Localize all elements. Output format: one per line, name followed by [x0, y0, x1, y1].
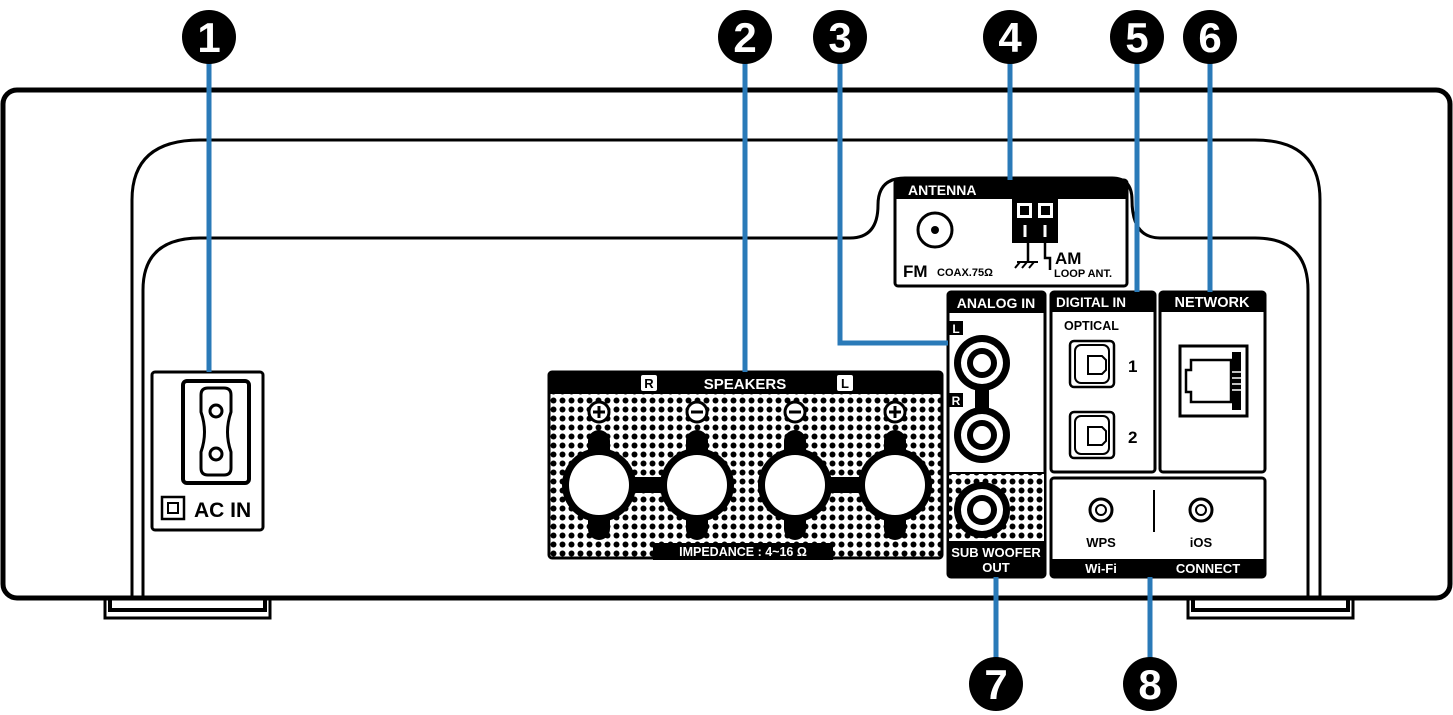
network-section: NETWORK [1158, 290, 1267, 474]
analog-left-mark: L [952, 322, 959, 336]
ac-inlet-receptacle [199, 386, 233, 477]
speakers-left-mark: L [841, 376, 849, 391]
wps-button[interactable] [1088, 497, 1114, 523]
connect-footer-label: CONNECT [1176, 561, 1240, 576]
speaker-terminal-3[interactable] [758, 400, 832, 540]
speakers-title: SPEAKERS [704, 376, 787, 393]
callout-marker-6: 6 [1183, 10, 1237, 64]
analog-in-right-jack[interactable] [954, 407, 1010, 463]
svg-text:7: 7 [984, 661, 1007, 708]
analog-in-left-jack[interactable] [954, 335, 1010, 391]
ac-inlet-section: AC IN [150, 370, 265, 532]
optical-port-1[interactable] [1068, 339, 1116, 389]
optical-port-2[interactable] [1068, 410, 1116, 460]
callout-marker-7: 7 [969, 657, 1023, 711]
wifi-connect-section: WPS iOS Wi-Fi CONNECT [1049, 476, 1267, 579]
ios-button[interactable] [1188, 497, 1214, 523]
digital-in-section: DIGITAL IN OPTICAL 1 2 [1049, 290, 1157, 474]
ac-pin-top [208, 403, 224, 419]
chassis-inner-frame [130, 138, 1322, 598]
callout-marker-5: 5 [1110, 10, 1164, 64]
optical-port-2-label: 2 [1128, 428, 1137, 447]
speakers-section: R SPEAKERS L [547, 370, 944, 560]
am-label: AM [1055, 249, 1081, 268]
analog-in-title: ANALOG IN [957, 295, 1036, 311]
am-sub-label: LOOP ANT. [1054, 268, 1112, 280]
optical-label: OPTICAL [1064, 319, 1119, 333]
fm-coax-jack[interactable] [916, 211, 954, 249]
am-loop-terminal[interactable] [1012, 197, 1058, 243]
am-ground-lead [1026, 243, 1052, 270]
network-title: NETWORK [1175, 295, 1250, 311]
ac-pin-bottom [208, 446, 224, 462]
subwoofer-label-line2: OUT [982, 560, 1010, 575]
svg-text:3: 3 [828, 14, 851, 61]
svg-text:4: 4 [998, 14, 1022, 61]
ac-in-label: AC IN [194, 499, 251, 522]
wifi-footer-label: Wi-Fi [1085, 561, 1117, 576]
callout-marker-4: 4 [983, 10, 1037, 64]
right-foot-outline [1186, 600, 1355, 620]
wps-label: WPS [1086, 535, 1116, 550]
callout-marker-3: 3 [813, 10, 867, 64]
fm-label: FM [903, 262, 928, 281]
callout-marker-1: 1 [182, 10, 236, 64]
left-foot-outline [103, 600, 272, 620]
svg-text:8: 8 [1138, 661, 1161, 708]
digital-in-title: DIGITAL IN [1056, 295, 1126, 310]
impedance-label: IMPEDANCE : 4~16 Ω [679, 545, 807, 559]
speaker-terminal-2[interactable] [660, 400, 734, 540]
subwoofer-label-line1: SUB WOOFER [951, 545, 1041, 560]
analog-in-section: ANALOG IN L R SUB WOOFER OUT [946, 290, 1047, 579]
svg-text:2: 2 [733, 14, 756, 61]
svg-text:6: 6 [1198, 14, 1221, 61]
callout-marker-2: 2 [718, 10, 772, 64]
ios-label: iOS [1190, 535, 1213, 550]
ground-icon [1014, 261, 1038, 269]
svg-text:5: 5 [1125, 14, 1148, 61]
leader-line-3 [837, 60, 948, 346]
fm-sub-label: COAX.75Ω [937, 267, 993, 279]
subwoofer-out-jack[interactable] [954, 482, 1010, 538]
speakers-right-mark: R [644, 376, 654, 391]
antenna-section: ANTENNA FM COAX.75Ω AM LOOP ANT. [893, 178, 1129, 288]
impedance-bar [653, 543, 833, 560]
svg-text:1: 1 [197, 14, 220, 61]
callout-marker-8: 8 [1123, 657, 1177, 711]
speaker-terminal-1[interactable] [562, 400, 636, 540]
optical-port-1-label: 1 [1128, 357, 1137, 376]
analog-right-mark: R [952, 394, 961, 408]
antenna-title: ANTENNA [908, 182, 976, 198]
leader-lines [206, 60, 1213, 665]
speaker-terminal-4[interactable] [858, 400, 932, 540]
ethernet-port[interactable] [1178, 344, 1249, 418]
